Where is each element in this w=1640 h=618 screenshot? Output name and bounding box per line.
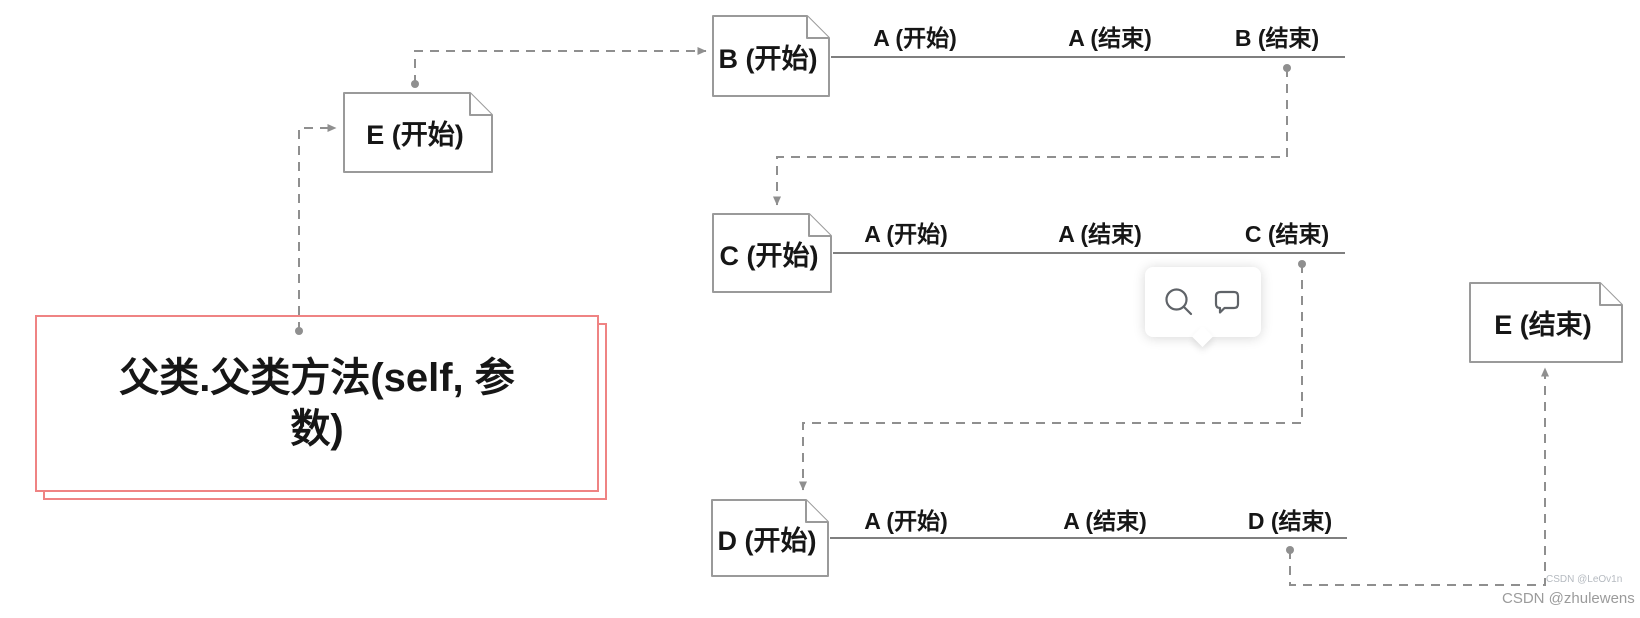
zoom-button[interactable] <box>1162 285 1196 319</box>
comment-button[interactable] <box>1210 285 1244 319</box>
node-d-start: D (开始) <box>711 499 829 577</box>
comment-icon <box>1214 290 1240 314</box>
node-label: E (开始) <box>366 120 464 150</box>
timeline-label-b-a-end: A (结束) <box>1068 25 1152 51</box>
timeline-label-d-d-end: D (结束) <box>1247 508 1333 534</box>
callout-text-line: 父类.父类方法(self, 参 <box>119 355 515 400</box>
hover-toolbar <box>1145 267 1261 348</box>
edge-b-end-to-c-start <box>773 68 1288 206</box>
edge-parent-call-to-e-start <box>298 124 337 331</box>
callout-text: 父类.父类方法(self, 参 数) <box>119 353 515 455</box>
node-c-start: C (开始) <box>712 213 832 293</box>
timeline-label-c-a-end: A (结束) <box>1058 221 1142 247</box>
watermark-leov1n: CSDN @LeOv1n <box>1546 574 1623 585</box>
search-icon <box>1165 288 1193 316</box>
timeline-label-b-b-end: B (结束) <box>1234 25 1320 51</box>
timeline-label-c-c-end: C (结束) <box>1244 221 1330 247</box>
note-shape <box>343 92 493 173</box>
popover-pointer <box>1191 325 1214 348</box>
timeline-label-d-a-start: A (开始) <box>864 508 948 534</box>
edge-e-start-to-b-start <box>414 47 707 84</box>
node-label: E (结束) <box>1494 310 1592 340</box>
node-label: C (开始) <box>719 240 819 271</box>
node-label: B (开始) <box>718 43 818 74</box>
callout-text-line: 数) <box>290 406 344 451</box>
timeline-label-d-a-end: A (结束) <box>1063 508 1147 534</box>
node-label: D (开始) <box>717 525 817 556</box>
note-shape <box>1469 282 1623 363</box>
node-e-start: E (开始) <box>343 92 493 173</box>
node-e-end: E (结束) <box>1469 282 1623 363</box>
edge-d-end-to-e-end <box>1289 367 1549 586</box>
note-shape <box>711 499 829 577</box>
watermark-zhulewens: CSDN @zhulewens <box>1502 590 1635 607</box>
callout-parent-method: 父类.父类方法(self, 参 数) <box>35 315 599 492</box>
node-b-start: B (开始) <box>712 15 830 97</box>
timeline-label-b-a-start: A (开始) <box>873 25 957 51</box>
timeline-label-c-a-start: A (开始) <box>864 221 948 247</box>
